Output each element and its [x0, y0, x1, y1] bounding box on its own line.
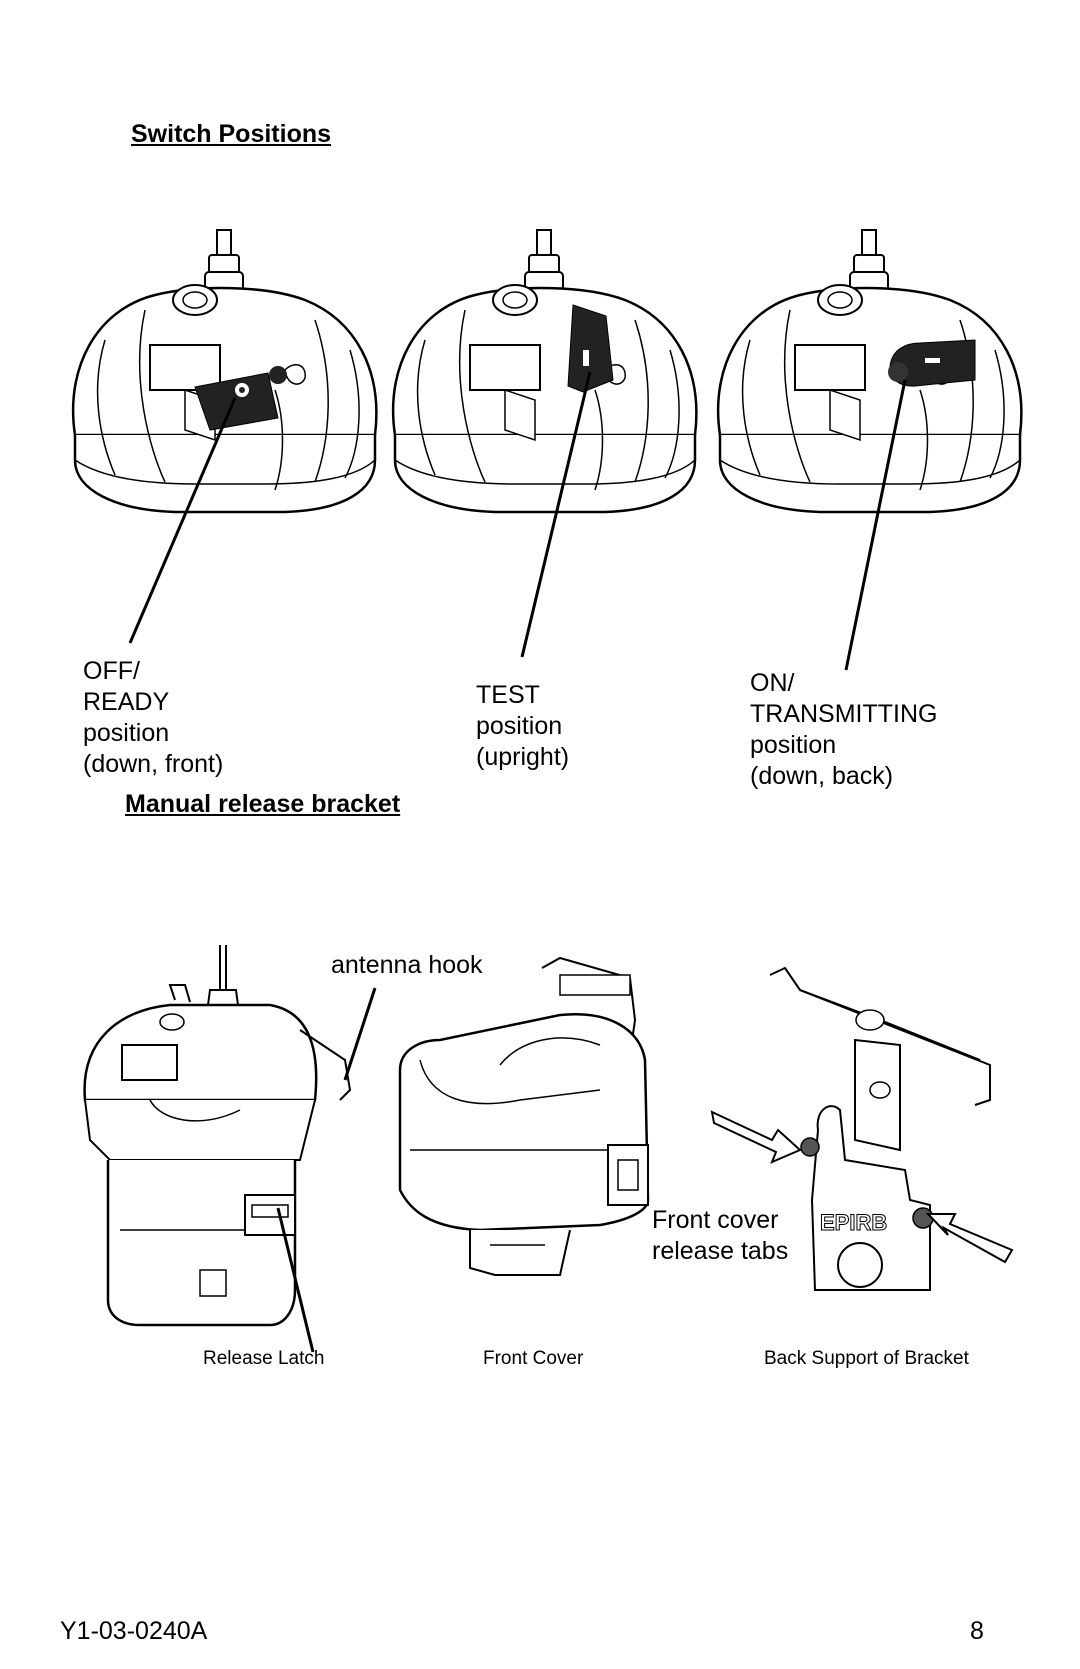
label-front-cover-release-tabs: Front cover release tabs — [652, 1205, 788, 1267]
label-line: position — [476, 712, 563, 740]
caption-back-support: Back Support of Bracket — [764, 1348, 969, 1369]
label-line: Front cover — [652, 1206, 779, 1234]
footer-doc-number: Y1-03-0240A — [60, 1617, 208, 1645]
caption-front-cover: Front Cover — [483, 1348, 584, 1369]
label-line: ON/ — [750, 669, 795, 697]
switch-positions-heading: Switch Positions — [131, 120, 332, 148]
label-line: (upright) — [476, 743, 570, 771]
label-on-transmitting: ON/ TRANSMITTING position (down, back) — [750, 668, 938, 792]
label-line: (down, front) — [83, 750, 224, 778]
label-line: release tabs — [652, 1237, 789, 1265]
footer-page-number: 8 — [970, 1617, 984, 1645]
label-line: TRANSMITTING — [750, 700, 938, 728]
label-line: (down, back) — [750, 762, 894, 790]
label-test: TEST position (upright) — [476, 680, 569, 773]
svg-text:EPIRB: EPIRB — [820, 1210, 887, 1235]
label-line: position — [83, 719, 170, 747]
label-antenna-hook: antenna hook — [331, 951, 483, 979]
label-line: position — [750, 731, 837, 759]
label-line: OFF/ — [83, 657, 140, 685]
manual-release-bracket-heading: Manual release bracket — [125, 790, 401, 818]
caption-release-latch: Release Latch — [203, 1348, 325, 1369]
label-line: TEST — [476, 681, 540, 709]
label-off-ready: OFF/ READY position (down, front) — [83, 656, 223, 780]
label-line: READY — [83, 688, 170, 716]
